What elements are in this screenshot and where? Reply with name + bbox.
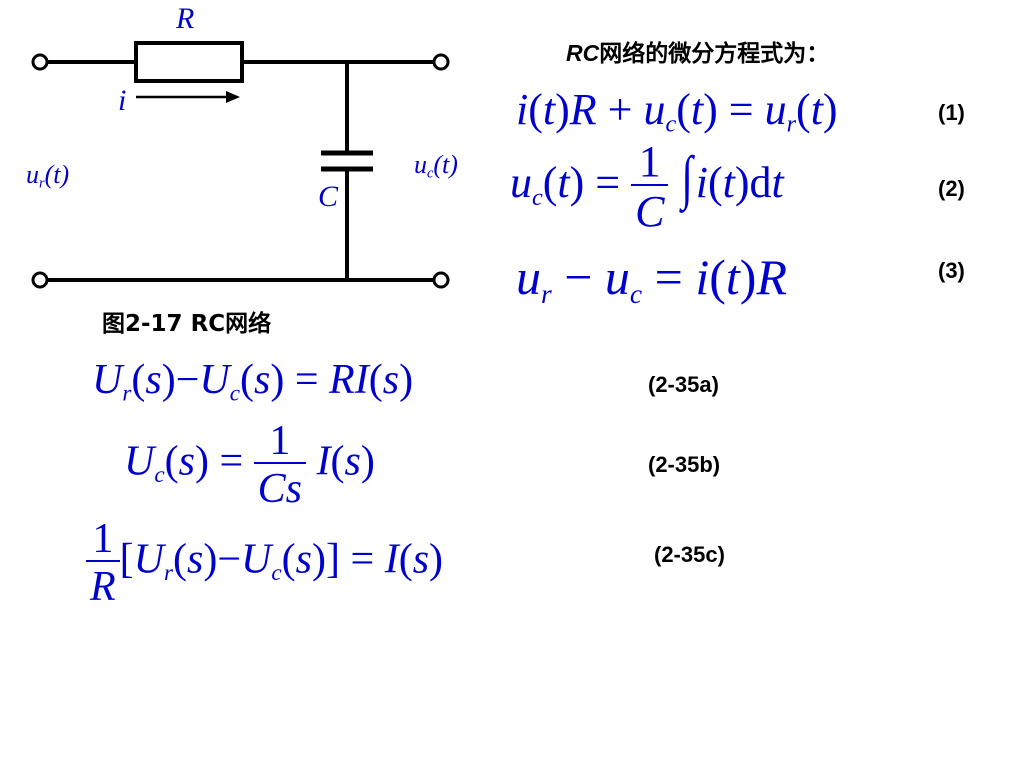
input-voltage-label: ur(t) xyxy=(26,160,70,192)
figure-caption: 图2-17 RC网络 xyxy=(102,311,272,337)
terminal-bottom-right xyxy=(432,271,450,289)
laplace-equation-b-tag: (2-35b) xyxy=(648,452,721,477)
laplace-equation-c-tag: (2-35c) xyxy=(654,542,725,567)
laplace-equation-a: Ur(s)−Uc(s) = RI(s) xyxy=(92,357,414,406)
capacitor-voltage-label: uc(t) xyxy=(414,150,458,182)
terminal-top-right xyxy=(432,53,450,71)
capacitor-label: C xyxy=(318,180,339,213)
terminal-bottom-left xyxy=(31,271,49,289)
resistor-label: R xyxy=(176,2,195,35)
equation-2-tag: (2) xyxy=(938,176,965,201)
resistor xyxy=(134,41,244,83)
equation-1: i(t)R + uc(t) = ur(t) xyxy=(516,85,838,138)
current-label: i xyxy=(118,84,127,117)
rc-circuit-diagram xyxy=(31,41,450,289)
laplace-equation-a-tag: (2-35a) xyxy=(648,372,719,397)
equation-3-tag: (3) xyxy=(938,258,965,283)
equations-heading: RC网络的微分方程式为： xyxy=(566,40,830,67)
terminal-top-left xyxy=(31,53,49,71)
equation-1-tag: (1) xyxy=(938,100,965,125)
current-arrow-head xyxy=(226,91,240,103)
equation-3: ur − uc = i(t)R xyxy=(516,249,787,309)
